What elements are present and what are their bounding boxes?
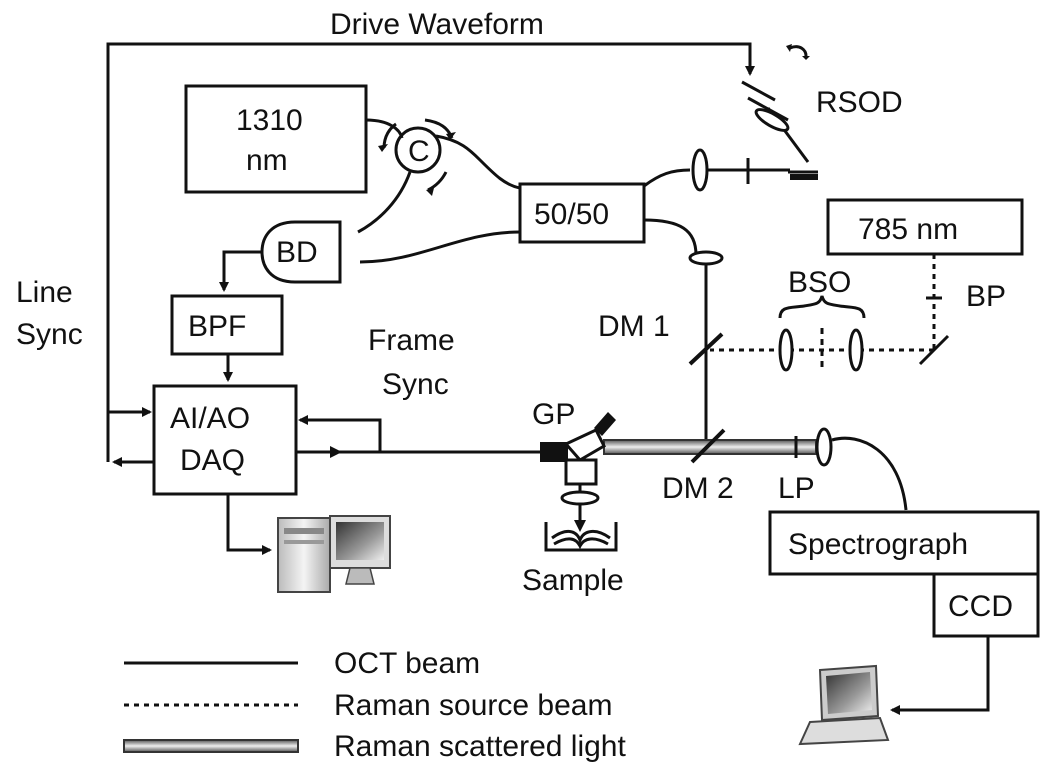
bso-label: BSO [788,266,851,299]
laptop-computer-icon [798,664,890,746]
sample-arm-fiber [643,218,698,256]
beam-shaping-optics [778,295,866,372]
line-sync-label-line1: Line [16,276,73,309]
ccd-to-laptop-arrow [890,636,990,715]
frame-sync-label-line1: Frame [368,324,455,357]
bd-label: BD [276,236,318,269]
legend-raman-scattered-label: Raman scattered light [334,730,626,763]
daq-box [152,384,298,496]
desktop-computer-icon [277,515,391,593]
coupler-to-bd-fiber [359,230,521,264]
dm2-label: DM 2 [662,472,734,505]
daq-label-line2: DAQ [180,444,245,477]
coupler-label: 50/50 [534,198,609,231]
sample-arm-lens [688,250,724,266]
rsod-label: RSOD [816,86,903,119]
rsod-assembly [741,44,818,180]
galvo-scanner [540,412,616,486]
legend-raman-source-label: Raman source beam [334,689,612,722]
circulator [357,118,521,234]
laser-785-box [826,198,1024,256]
legend-tube-swatch [123,739,299,753]
laser-785-label: 785 nm [858,213,958,246]
objective-lens [560,484,600,532]
dm1-mirror [688,332,724,366]
legend: OCT beam Raman source beam Raman scatter… [123,647,626,763]
reference-lens [691,148,709,192]
daq-label-line1: AI/AO [170,402,250,435]
circulator-label: C [408,135,430,168]
laser-1310-label-line2: nm [246,144,288,177]
drive-waveform-label: Drive Waveform [330,8,544,41]
ccd-box [932,572,1040,638]
spectrograph-box [768,510,1040,576]
gp-label: GP [532,398,575,431]
bd-to-bpf-arrow [219,250,262,292]
bp-label: BP [966,280,1006,313]
dm1-label: DM 1 [598,310,670,343]
frame-sync-label-line2: Sync [382,368,449,401]
sample-icon [544,522,618,552]
laser-1310-label-line1: 1310 [236,104,303,137]
bpf-label: BPF [188,310,246,343]
reference-arm-fiber [643,168,691,188]
laser-1310-box [184,84,368,194]
collection-fiber [831,436,908,511]
dm2-mirror [690,428,726,464]
spectrograph-label: Spectrograph [788,528,968,561]
sample-label: Sample [522,564,624,597]
drive-waveform-line [106,42,755,462]
line-sync-label-line2: Sync [16,318,83,351]
coupler-box [518,182,646,244]
daq-to-pc-arrow [226,494,272,555]
frame-sync-arrow [298,415,382,452]
bpf-box [170,294,284,356]
balanced-detector [260,220,342,284]
lp-label: LP [778,472,815,505]
legend-oct-beam-label: OCT beam [334,647,480,680]
ccd-label: CCD [948,590,1013,623]
collection-lens [815,427,833,467]
